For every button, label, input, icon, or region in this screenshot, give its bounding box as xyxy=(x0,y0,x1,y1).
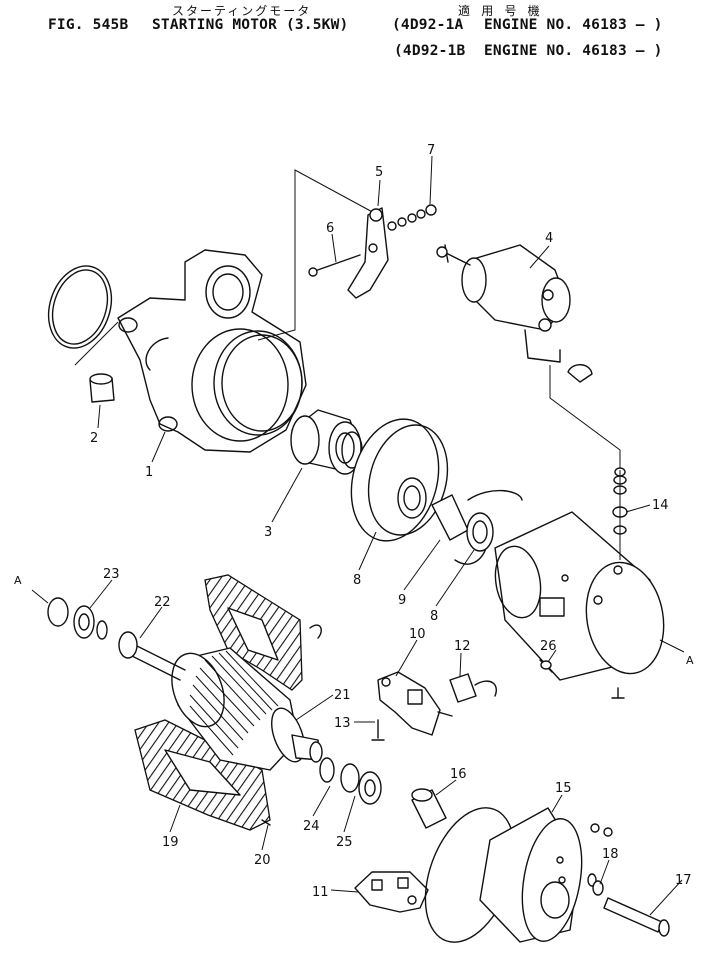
callouts: 1 2 3 4 5 6 7 8 8 9 10 11 12 13 14 15 16… xyxy=(14,143,694,900)
lever-pin xyxy=(311,254,361,273)
applicability-japanese: 適 用 号 機 xyxy=(458,4,542,18)
callout-1: 1 xyxy=(145,465,153,480)
through-bolt xyxy=(603,897,663,933)
callout-11: 11 xyxy=(312,885,329,900)
callout-18: 18 xyxy=(602,847,619,862)
figure-label: FIG. 545B xyxy=(48,17,129,33)
callout-19: 19 xyxy=(162,835,179,850)
o-ring-large-inner xyxy=(51,269,109,345)
figure-title: STARTING MOTOR (3.5KW) xyxy=(152,17,349,33)
yoke xyxy=(494,511,665,699)
callout-14: 14 xyxy=(652,498,669,513)
brush-holder xyxy=(371,659,553,741)
magnetic-switch xyxy=(436,244,621,470)
callout-24: 24 xyxy=(303,819,320,834)
bushing xyxy=(89,373,115,403)
callout-7: 7 xyxy=(427,143,435,158)
pinion-clutch xyxy=(290,409,363,475)
engine-number-1b: ENGINE NO. 46183 – ) xyxy=(484,43,663,59)
brush xyxy=(449,673,477,703)
callout-20: 20 xyxy=(254,853,271,868)
callout-12: 12 xyxy=(454,639,471,654)
field-coils xyxy=(134,574,322,831)
switch-bracket xyxy=(524,329,561,363)
callout-5: 5 xyxy=(375,165,383,180)
o-ring-large xyxy=(47,265,113,349)
snap-ring xyxy=(467,489,523,501)
callout-8-bracket: 8 xyxy=(353,573,361,588)
brush-holder-lower xyxy=(354,871,429,913)
engine-number-1a: ENGINE NO. 46183 – ) xyxy=(484,17,663,33)
callout-4: 4 xyxy=(545,231,553,246)
callout-2: 2 xyxy=(90,431,98,446)
armature xyxy=(96,620,323,771)
drive-housing xyxy=(47,169,379,453)
brush-screw xyxy=(371,719,385,741)
callout-26: 26 xyxy=(540,639,557,654)
callout-25: 25 xyxy=(336,835,353,850)
terminal-washers xyxy=(612,467,628,560)
shift-lever xyxy=(308,204,437,299)
pinion-gear xyxy=(290,415,320,465)
subtitle-japanese: スターティングモータ xyxy=(172,4,312,18)
housing-upper-bore xyxy=(205,265,251,319)
leader-lines xyxy=(89,155,685,916)
callout-6: 6 xyxy=(326,221,334,236)
callout-17: 17 xyxy=(675,873,692,888)
model-4d92-1a: (4D92-1A xyxy=(392,17,464,33)
callout-22: 22 xyxy=(154,595,171,610)
housing-front-ring xyxy=(191,328,289,442)
model-4d92-1b: (4D92-1B xyxy=(394,43,466,59)
snap-ring-23 xyxy=(47,597,69,627)
mount-hole-lower xyxy=(158,416,178,432)
lever-leader xyxy=(257,169,379,341)
center-bracket xyxy=(350,418,523,565)
shaft-rings xyxy=(31,589,95,639)
callout-10: 10 xyxy=(409,627,426,642)
callout-9: 9 xyxy=(398,593,406,608)
callout-15: 15 xyxy=(555,781,572,796)
mount-hole xyxy=(118,317,138,333)
callout-23: 23 xyxy=(103,567,120,582)
callout-8-bearing: 8 xyxy=(430,609,438,624)
shaft-collar xyxy=(118,631,138,659)
connector-a-left: A xyxy=(14,574,22,587)
housing-body xyxy=(117,249,307,453)
terminal-cap xyxy=(567,364,593,383)
bearing-parts xyxy=(431,494,494,552)
coil-lead xyxy=(309,624,322,639)
callout-13: 13 xyxy=(334,716,351,731)
callout-21: 21 xyxy=(334,688,351,703)
rear-cover xyxy=(411,788,670,943)
connector-a-right: A xyxy=(686,654,694,667)
callout-3: 3 xyxy=(264,525,272,540)
thrust-washers xyxy=(319,757,382,805)
callout-16: 16 xyxy=(450,767,467,782)
